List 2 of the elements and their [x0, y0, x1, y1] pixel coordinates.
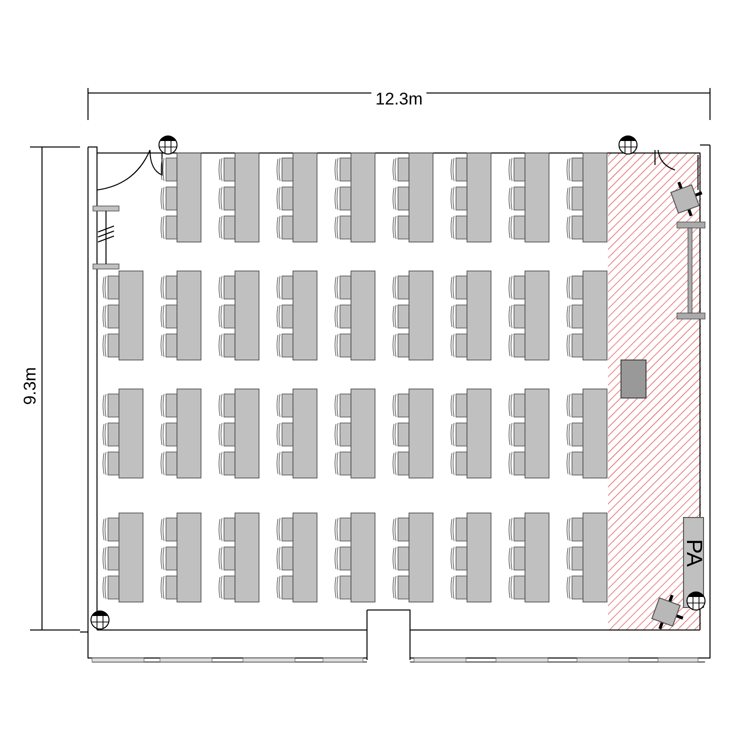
- pa-label: PA: [682, 539, 704, 567]
- dimension-label: 12.3m: [371, 90, 427, 108]
